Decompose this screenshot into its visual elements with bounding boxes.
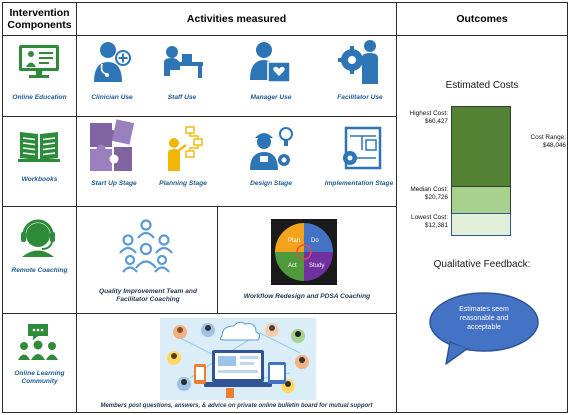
median-cost-label: Median Cost: $20,726 bbox=[410, 186, 448, 201]
blueprint-gear-icon bbox=[343, 126, 382, 170]
manager-box-icon bbox=[250, 42, 291, 83]
cost-bar-high-segment bbox=[451, 106, 511, 187]
qualitative-feedback-text: Estimates seem reasonable and acceptable bbox=[459, 306, 509, 331]
facilitator-gear-icon bbox=[338, 40, 378, 84]
online-community-illustration bbox=[160, 318, 316, 400]
pdsa-cycle-icon: Plan Do Study Act bbox=[271, 219, 337, 285]
activity-label-staff-use: Staff Use bbox=[167, 94, 197, 101]
design-worker-icon bbox=[250, 127, 293, 170]
component-label-online-education: Online Education bbox=[12, 94, 67, 101]
header-activities: Activities measured bbox=[76, 2, 397, 36]
highest-cost-label: Highest Cost: $60,427 bbox=[409, 110, 448, 125]
activity-label-community-bulletin: Members post questions, answers, & advic… bbox=[100, 403, 373, 409]
cost-bar-median-segment bbox=[451, 186, 511, 214]
activity-label-manager-use: Manager Use bbox=[250, 94, 292, 101]
header-components: Intervention Components bbox=[2, 2, 77, 36]
planning-flowchart-icon bbox=[168, 126, 203, 171]
headset-person-icon bbox=[21, 219, 55, 257]
component-label-online-learning-community: Online Learning Community bbox=[14, 370, 65, 385]
pdsa-act-label: Act bbox=[288, 263, 297, 269]
clinician-icon bbox=[94, 42, 131, 82]
activity-label-workflow-pdsa-coaching: Workflow Redesign and PDSA Coaching bbox=[243, 293, 371, 300]
puzzle-icon bbox=[90, 119, 135, 171]
cost-range-label: Cost Range: $48,046 bbox=[530, 134, 566, 149]
group-chat-icon bbox=[18, 324, 58, 360]
speech-bubble-icon bbox=[429, 292, 539, 365]
component-label-workbooks: Workbooks bbox=[21, 176, 58, 183]
cost-bar-low-segment bbox=[451, 213, 511, 236]
outcomes-panel bbox=[396, 35, 568, 413]
component-label-remote-coaching: Remote Coaching bbox=[11, 267, 68, 274]
activity-label-implementation-stage: Implementation Stage bbox=[324, 180, 394, 187]
estimated-costs-title: Estimated Costs bbox=[445, 80, 519, 91]
activity-label-clinician-use: Clinician Use bbox=[91, 94, 133, 101]
monitor-presenter-icon bbox=[19, 45, 59, 78]
lowest-cost-label: Lowest Cost: $12,381 bbox=[411, 214, 448, 229]
pdsa-study-label: Study bbox=[309, 263, 324, 269]
staff-desk-icon bbox=[164, 46, 203, 78]
pdsa-do-label: Do bbox=[311, 238, 319, 244]
activity-label-design-stage: Design Stage bbox=[250, 180, 292, 187]
activity-label-facilitator-use: Facilitator Use bbox=[337, 94, 383, 101]
pdsa-plan-label: Plan bbox=[288, 238, 300, 244]
open-book-icon bbox=[18, 132, 60, 162]
header-outcomes: Outcomes bbox=[396, 2, 568, 36]
qualitative-feedback-title: Qualitative Feedback: bbox=[433, 259, 531, 270]
activity-label-start-up-stage: Start Up Stage bbox=[91, 180, 137, 187]
team-circle-icon bbox=[119, 219, 173, 273]
activity-label-planning-stage: Planning Stage bbox=[159, 180, 207, 187]
activity-label-qi-team-coaching: Quality Improvement Team and Facilitator… bbox=[99, 288, 197, 303]
